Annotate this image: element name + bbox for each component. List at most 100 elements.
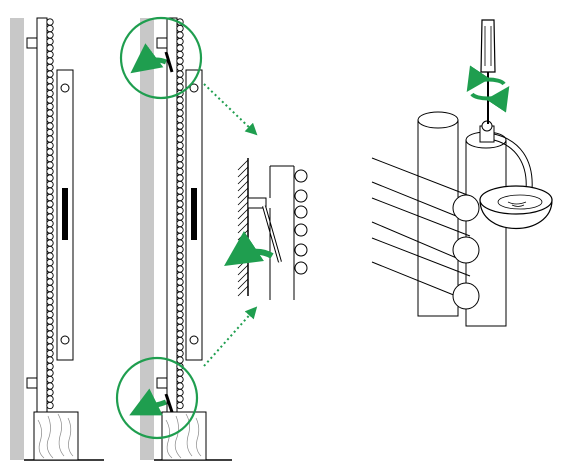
panel-2-vent-valve-step: [115, 16, 258, 461]
coil-bead: [176, 310, 184, 319]
coil-bead: [176, 44, 184, 52]
coil-bead: [46, 167, 54, 176]
coil-bead: [176, 278, 184, 286]
detail-bead: [294, 169, 308, 183]
coil-bead: [46, 44, 54, 52]
coil-bead: [176, 291, 184, 299]
coil-bead: [176, 96, 184, 104]
coil-bead: [46, 401, 54, 410]
radiator-rail-bottom: [26, 377, 38, 389]
coil-bead: [46, 258, 54, 267]
coil-bead: [176, 271, 184, 280]
green-turn-arrow-top: [130, 43, 167, 74]
coil-bead: [46, 31, 54, 39]
coil-bead: [46, 388, 54, 397]
coil-bead: [46, 128, 54, 137]
panel-1-mounted-heater: [10, 17, 104, 461]
coil-bead: [176, 50, 184, 59]
radiator-frame: [36, 17, 48, 413]
coil-bead: [176, 193, 184, 202]
coil-bead: [176, 70, 184, 78]
post-top-left: [417, 111, 459, 129]
coil-bead: [46, 219, 54, 228]
coil-bead: [46, 375, 54, 384]
coil-bead: [176, 304, 184, 312]
coil-bead: [176, 206, 184, 215]
detail-bead: [294, 205, 308, 219]
coil-bead: [176, 37, 184, 46]
coil-bead: [46, 122, 54, 130]
green-rotate-arrows-icon: [466, 65, 510, 113]
coil-bead: [46, 349, 54, 358]
coil-bead: [176, 141, 184, 150]
detail-bracket: [247, 197, 267, 209]
coil-bead: [46, 362, 54, 371]
coil-bead: [46, 193, 54, 202]
coil-bead: [176, 174, 184, 182]
coil-bead: [176, 284, 184, 293]
coil-bead: [176, 375, 184, 384]
coil-bead: [46, 76, 54, 85]
coil-bead: [176, 245, 184, 254]
coil-bead: [46, 109, 54, 117]
coil-bead: [46, 50, 54, 59]
coil-column: [46, 18, 54, 410]
coil-bead: [46, 70, 54, 78]
coil-bead: [46, 57, 54, 65]
coil-bead: [46, 141, 54, 150]
coil-bead: [46, 343, 54, 351]
coil-bead: [176, 323, 184, 332]
wood-support-block: [33, 411, 79, 461]
coil-bead: [46, 278, 54, 286]
radiator-rail: [156, 37, 168, 49]
coil-bead: [176, 148, 184, 156]
coil-bead: [176, 76, 184, 85]
bracket-screw-bottom: [189, 335, 199, 345]
radiator-rail-bottom: [156, 377, 168, 389]
coil-bead: [176, 356, 184, 364]
detail-bead: [294, 223, 308, 237]
coil-bead: [46, 96, 54, 104]
bracket-slot: [191, 188, 197, 240]
coil-bead: [46, 180, 54, 189]
bracket-screw-top: [189, 83, 199, 93]
coil-bead: [176, 232, 184, 241]
green-turn-arrow-bottom: [129, 388, 167, 416]
coil-bead: [176, 317, 184, 325]
coil-bead: [176, 115, 184, 124]
coil-bead: [176, 135, 184, 143]
screwdriver-icon: [480, 19, 496, 124]
coil-bead: [46, 24, 54, 33]
coil-bead: [46, 232, 54, 241]
coil-bead: [46, 148, 54, 156]
coil-bead: [46, 252, 54, 260]
coil-bead: [176, 369, 184, 377]
bracket-slot: [62, 188, 68, 240]
detail-tube: [270, 165, 295, 300]
dotted-leader-arrow-top: [203, 83, 258, 136]
coil-bead: [46, 37, 54, 46]
wood-grain: [165, 413, 202, 459]
wall-hatching: [237, 159, 249, 297]
coil-bead: [46, 330, 54, 338]
coil-bead: [176, 63, 184, 72]
coil-bead: [46, 395, 54, 403]
coil-bead: [46, 323, 54, 332]
coil-bead: [46, 83, 54, 91]
bracket-screw-top: [60, 83, 70, 93]
drain-tube-inner: [493, 139, 527, 191]
coil-bead: [46, 382, 54, 390]
wall-section: [140, 18, 154, 460]
detail-bead: [294, 189, 308, 203]
coil-bead: [176, 297, 184, 306]
drain-tube: [493, 133, 533, 191]
wood-grain: [37, 413, 74, 459]
radiator-frame: [166, 17, 178, 413]
coil-bead: [176, 24, 184, 33]
detail-bead: [294, 261, 308, 275]
coil-bead: [46, 200, 54, 208]
coil-bead: [176, 382, 184, 390]
bar-end-2: [452, 236, 480, 264]
coil-bead: [176, 343, 184, 351]
